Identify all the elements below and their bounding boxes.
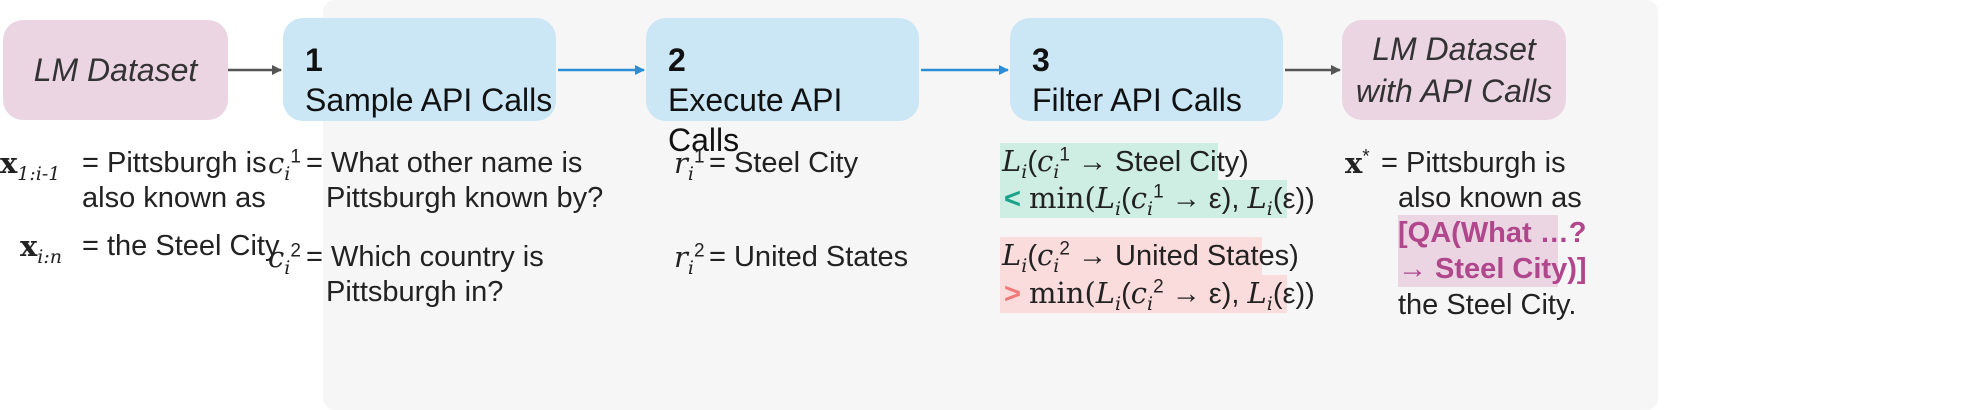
c1-line1: = What other name is xyxy=(306,147,583,179)
output-dataset-box: LM Dataset with API Calls xyxy=(1342,20,1566,120)
x-prefix-subscript: 1:i-1 xyxy=(17,162,61,185)
c2-superscript: 2 xyxy=(290,240,301,262)
api-call-text-2: → Steel City)] xyxy=(1398,253,1587,285)
c1-symbol: ci1 xyxy=(268,146,301,185)
c2-line1: = Which country is xyxy=(306,241,544,273)
api-call-highlight-1 xyxy=(1398,215,1558,251)
loss-with-result-1: Li(ci1 → Steel City) xyxy=(1002,144,1249,183)
output-line2: also known as xyxy=(1398,182,1582,214)
output-dataset-line2: with API Calls xyxy=(1355,73,1553,109)
green-highlight-2 xyxy=(1000,180,1287,218)
filter-green-result: Steel City) xyxy=(1115,146,1249,178)
red-highlight-2 xyxy=(1000,275,1287,313)
r1-superscript: 1 xyxy=(693,146,705,168)
input-dataset-box: LM Dataset xyxy=(3,20,228,120)
loss-comparison-1: < min(Li(ci1 → ε), Li(ε)) xyxy=(1004,181,1315,220)
step3-title: Filter API Calls xyxy=(1032,82,1242,118)
r2-symbol: ri2 xyxy=(674,240,705,279)
greater-than-operator: > xyxy=(1004,278,1021,310)
r2-text: = United States xyxy=(709,241,909,273)
step3-number: 3 xyxy=(1032,42,1050,78)
output-dataset-line1: LM Dataset xyxy=(1372,31,1536,67)
step2-box: 2 Execute API Calls xyxy=(646,18,919,158)
r2-superscript: 2 xyxy=(693,240,705,262)
c1-line2: Pittsburgh known by? xyxy=(326,182,604,214)
step2-title: Execute API Calls xyxy=(668,82,843,158)
c2-line2: Pittsburgh in? xyxy=(326,276,504,308)
filter-red-result: United States) xyxy=(1115,240,1299,272)
step1-title: Sample API Calls xyxy=(305,82,553,118)
x-star-symbol: x* xyxy=(1345,146,1370,180)
api-call-text-1: [QA(What …? xyxy=(1398,217,1587,249)
x-suffix-subscript: i:n xyxy=(37,245,63,268)
green-highlight-1 xyxy=(1000,143,1218,181)
x-prefix-line1: = Pittsburgh is xyxy=(82,147,267,179)
step2-number: 2 xyxy=(668,42,686,78)
c2-symbol: ci2 xyxy=(268,240,301,279)
api-call-highlight-2 xyxy=(1398,251,1558,287)
x-prefix-definition: x1:i-1 xyxy=(0,146,61,185)
loss-with-result-2: Li(ci2 → United States) xyxy=(1002,238,1299,277)
less-than-operator: < xyxy=(1004,183,1021,215)
r1-text: = Steel City xyxy=(709,147,859,179)
r1-symbol: ri1 xyxy=(674,146,705,185)
step3-box: 3 Filter API Calls xyxy=(1010,18,1283,121)
step1-box: 1 Sample API Calls xyxy=(283,18,556,121)
x-prefix-line2: also known as xyxy=(82,182,266,214)
x-suffix-text: = the Steel City xyxy=(82,230,280,262)
output-line1: = Pittsburgh is xyxy=(1381,147,1566,179)
loss-comparison-2: > min(Li(ci2 → ε), Li(ε)) xyxy=(1004,276,1315,315)
red-highlight-1 xyxy=(1000,237,1262,275)
step1-number: 1 xyxy=(305,42,323,78)
c1-superscript: 1 xyxy=(290,146,301,168)
x-suffix-definition: xi:n xyxy=(20,229,63,268)
output-line3: the Steel City. xyxy=(1398,289,1577,321)
input-dataset-label: LM Dataset xyxy=(33,52,198,88)
